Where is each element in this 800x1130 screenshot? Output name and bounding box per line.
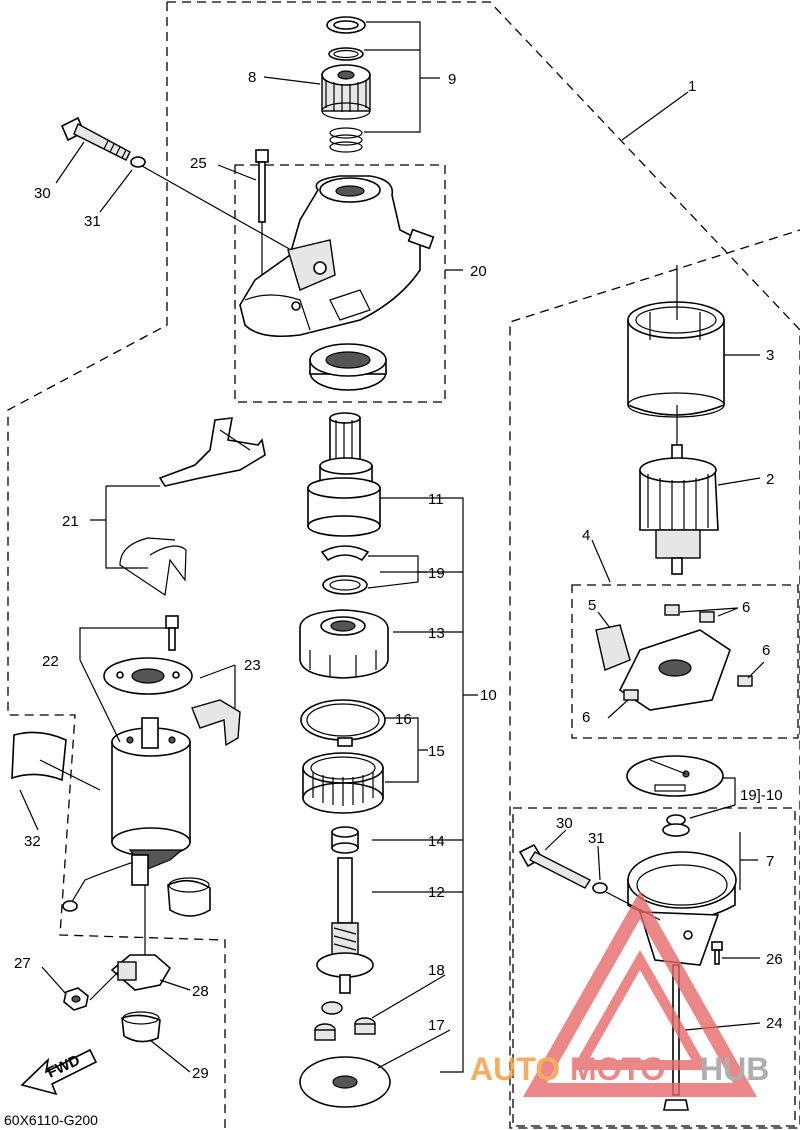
callout-18: 18 bbox=[428, 962, 445, 979]
part-19-circlip bbox=[320, 545, 370, 562]
part-31-washer-right bbox=[592, 882, 608, 894]
callout-31-right: 31 bbox=[588, 830, 605, 847]
callout-9: 9 bbox=[448, 71, 456, 88]
callout-13: 13 bbox=[428, 625, 445, 642]
part-21-spring bbox=[119, 537, 187, 597]
callout-2: 2 bbox=[766, 471, 774, 488]
leader-lines bbox=[19, 21, 765, 1073]
part-17-plate bbox=[299, 1056, 391, 1108]
callout-10: 10 bbox=[480, 687, 497, 704]
part-28-terminal bbox=[89, 954, 172, 1001]
callout-30-right: 30 bbox=[556, 815, 573, 832]
part-12-planet-shaft bbox=[316, 857, 374, 994]
diagram-code: 60X6110-G200 bbox=[4, 1112, 98, 1128]
part-30-bolt-right bbox=[518, 843, 591, 889]
part-29-boot bbox=[121, 1011, 161, 1043]
callout-16: 16 bbox=[395, 711, 412, 728]
callout-12: 12 bbox=[428, 884, 445, 901]
callout-19-10: 19]-10 bbox=[740, 787, 783, 804]
part-23-grommet bbox=[191, 699, 241, 747]
assembly-box-20 bbox=[234, 164, 446, 403]
callout-6-c: 6 bbox=[582, 709, 590, 726]
callout-30-left: 30 bbox=[34, 185, 51, 202]
callout-20: 20 bbox=[470, 263, 487, 280]
callout-15: 15 bbox=[428, 743, 445, 760]
fwd-arrow-icon: FWD bbox=[20, 1048, 98, 1096]
callout-5: 5 bbox=[588, 597, 596, 614]
callout-11: 11 bbox=[428, 491, 444, 508]
callout-26: 26 bbox=[766, 951, 783, 968]
callout-labels: 1 2 3 4 5 6 6 6 7 8 9 10 19]-10 11 12 13… bbox=[14, 69, 783, 1082]
callout-1: 1 bbox=[688, 78, 696, 95]
part-15-internal-gear bbox=[302, 752, 384, 814]
part-22-plate bbox=[103, 657, 193, 695]
callout-23: 23 bbox=[244, 657, 261, 674]
part-32-cover bbox=[11, 731, 101, 791]
part-21-shift-lever bbox=[158, 417, 266, 487]
part-boot-cap bbox=[167, 877, 211, 917]
callout-27: 27 bbox=[14, 955, 31, 972]
assembly-box-4 bbox=[571, 584, 799, 739]
callout-32: 32 bbox=[24, 833, 41, 850]
assembly-box-bottom-right bbox=[512, 807, 796, 1127]
callout-4: 4 bbox=[582, 527, 590, 544]
callout-21: 21 bbox=[62, 513, 79, 530]
svg-text:MOTO: MOTO bbox=[570, 1051, 665, 1087]
part-13-gear-housing bbox=[299, 609, 389, 679]
part-20-bearing bbox=[309, 343, 387, 391]
watermark-logo: AUTO MOTO HUB bbox=[470, 890, 769, 1097]
callout-14: 14 bbox=[428, 833, 445, 850]
callout-25: 25 bbox=[190, 155, 207, 172]
svg-text:HUB: HUB bbox=[700, 1051, 769, 1087]
part-11-drive-shaft bbox=[307, 412, 381, 537]
callout-24: 24 bbox=[766, 1015, 783, 1032]
callout-3: 3 bbox=[766, 347, 774, 364]
svg-text:AUTO: AUTO bbox=[470, 1051, 560, 1087]
callout-28: 28 bbox=[192, 983, 209, 1000]
part-4-brush-holder bbox=[595, 604, 753, 711]
part-9-spring bbox=[329, 127, 363, 153]
part-2-armature bbox=[639, 444, 719, 575]
part-30-bolt-left bbox=[60, 116, 131, 161]
callout-19: 19 bbox=[428, 565, 445, 582]
part-8-pinion-gear bbox=[321, 64, 371, 120]
callout-17: 17 bbox=[428, 1017, 445, 1034]
part-9-pinion-set bbox=[321, 16, 371, 153]
assembly-boundary-starter bbox=[7, 1, 800, 1129]
part-19-washer bbox=[322, 575, 368, 595]
part-3-yoke bbox=[627, 301, 725, 418]
callout-6-b: 6 bbox=[762, 642, 770, 659]
leader-31-to-20 bbox=[141, 165, 301, 256]
part-27-nut bbox=[63, 987, 89, 1011]
callout-22: 22 bbox=[42, 653, 59, 670]
part-22-screw bbox=[165, 615, 179, 651]
part-16-o-ring bbox=[300, 699, 386, 741]
callout-8: 8 bbox=[248, 69, 256, 86]
part-19-plate-right bbox=[626, 755, 724, 797]
part-26-screw bbox=[711, 941, 723, 965]
part-22-solenoid bbox=[62, 717, 191, 912]
part-14-bearing bbox=[331, 826, 359, 854]
part-18-planet-gears bbox=[314, 1001, 376, 1041]
part-31-washer-left bbox=[130, 156, 146, 168]
part-20-front-bracket bbox=[239, 175, 435, 338]
callout-31-left: 31 bbox=[84, 213, 101, 230]
callout-29: 29 bbox=[192, 1065, 209, 1082]
callout-7: 7 bbox=[766, 853, 774, 870]
callout-6-a: 6 bbox=[742, 599, 750, 616]
